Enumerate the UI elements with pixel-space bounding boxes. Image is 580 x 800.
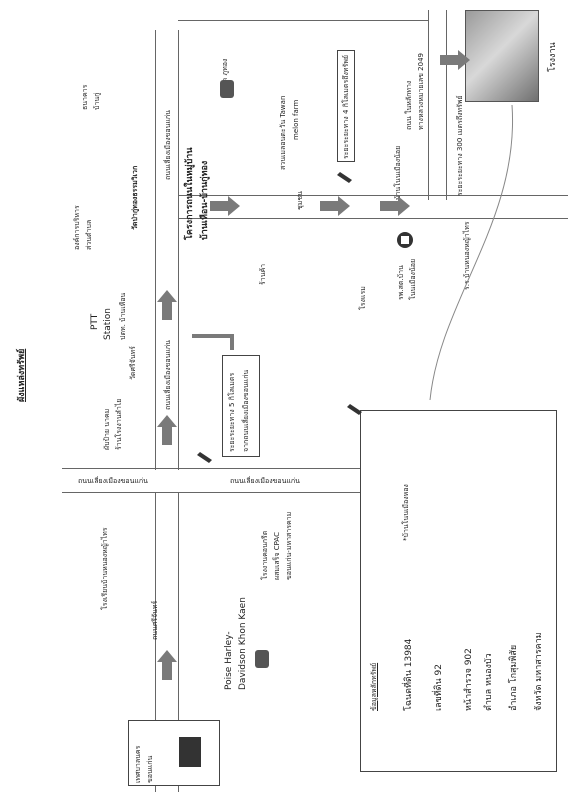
road-horizontal-lower-2 [62, 492, 502, 493]
road-vertical-lower-1 [155, 492, 156, 792]
arrow-right-icon [320, 196, 350, 216]
pin-icon [347, 404, 362, 415]
distance-4km-box: ระยะระยะทาง 4 กิโลเมตรถึงทรัพย์ [337, 50, 355, 162]
road-label-horizontal-b: ถนนเลี่ยงเมืองขอนแก่น [230, 477, 300, 485]
road-horizontal-lower [62, 468, 502, 469]
hospital-icon [397, 232, 413, 248]
distance-5km-box: ระยะระยะทาง 5 กิโลเมตร จากถนนเลี่ยงเมือง… [222, 355, 260, 457]
road-project-1 [178, 195, 568, 196]
building-icon [179, 737, 201, 767]
arrow-right-icon [380, 196, 410, 216]
road-vertical-lower-2 [178, 492, 179, 792]
car-icon [255, 650, 269, 668]
pin-icon [337, 172, 352, 183]
arrow-up-icon [157, 290, 177, 320]
city-hall-box: เทศบาลนคร ขอนแก่น [128, 720, 220, 786]
road-vertical-left [155, 30, 156, 470]
route-curve [429, 104, 514, 401]
road-label-horizontal-a: ถนนเลี่ยงเมืองขอนแก่น [78, 477, 148, 485]
pin-icon [197, 452, 212, 463]
pin-icons [197, 172, 362, 463]
road-project-2 [178, 218, 568, 219]
road-top-1 [178, 20, 428, 21]
arrow-right-icon [210, 196, 240, 216]
road-vertical-left-2 [178, 30, 179, 470]
road-top-3 [446, 10, 447, 200]
route-turn [192, 334, 234, 350]
road-top-2 [428, 10, 429, 200]
arrow-up-icon [157, 650, 177, 680]
factory-photo [465, 10, 539, 102]
arrow-right-icon [440, 50, 470, 70]
direction-arrows [157, 50, 470, 680]
car-icon [220, 80, 234, 98]
property-info-box: ข้อมูลหลักทรัพย์ *บ้านโนนเมืองหอง โฉนดที… [360, 410, 557, 772]
arrow-up-icon [157, 415, 177, 445]
